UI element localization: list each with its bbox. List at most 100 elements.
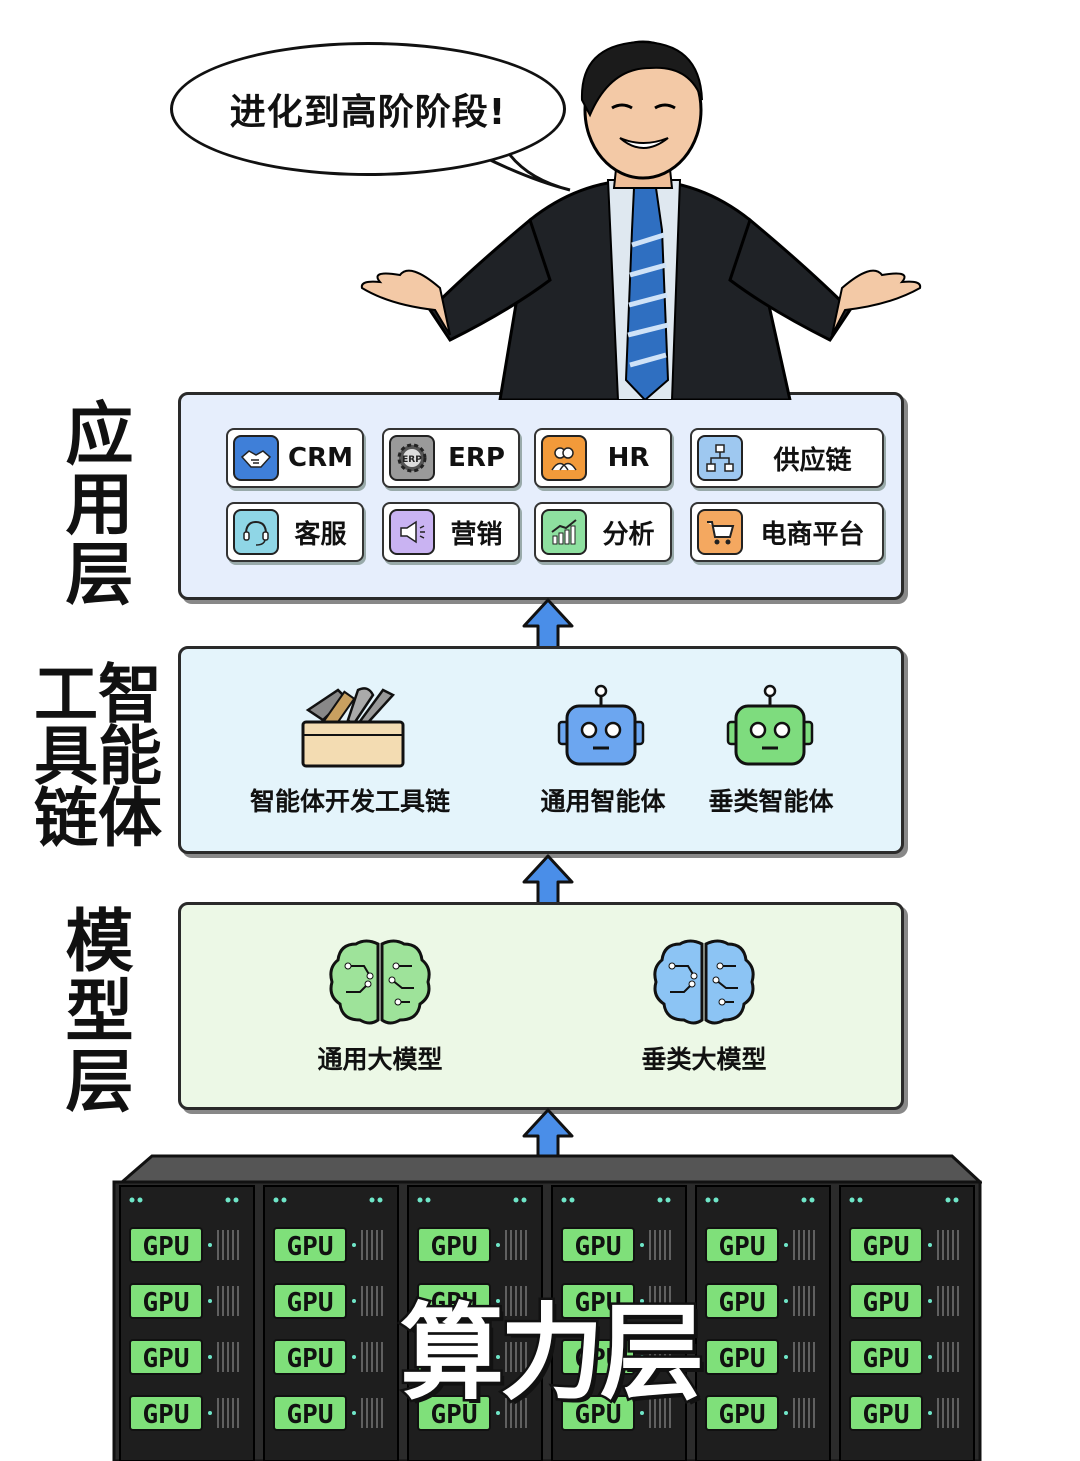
toolbox-icon [301, 687, 405, 768]
status-light [137, 1197, 143, 1203]
gpu-label: GPU [287, 1344, 334, 1374]
compute-layer-label: 算力层 [397, 1290, 706, 1417]
model-layer-label: 模型层 [53, 905, 132, 1115]
tile-label: ERP [448, 443, 505, 473]
gpu-label: GPU [431, 1288, 478, 1318]
gpu-label: GPU [863, 1400, 910, 1430]
gpu-label: GPU [719, 1344, 766, 1374]
status-light [425, 1197, 431, 1203]
status-light [713, 1197, 719, 1203]
model-layer-panel [178, 902, 904, 1110]
status-light [208, 1355, 212, 1359]
gpu-card [849, 1395, 923, 1431]
handshake-icon [233, 435, 279, 481]
app-tile-analytics[interactable]: 分析 [534, 502, 672, 562]
brain-blue-icon [653, 939, 755, 1025]
gpu-label: GPU [287, 1232, 334, 1262]
gpu-label: GPU [719, 1288, 766, 1318]
gpu-card [561, 1395, 635, 1431]
bar-chart-icon [541, 509, 587, 555]
agent-label-col1: 智能体 [87, 660, 161, 846]
headset-icon [233, 509, 279, 555]
vertical-agent-label: 垂类智能体 [708, 787, 834, 816]
status-light [513, 1197, 519, 1203]
gpu-label: GPU [575, 1288, 622, 1318]
gpu-card [273, 1395, 347, 1431]
status-light [928, 1243, 932, 1247]
status-light [521, 1197, 527, 1203]
gpu-label: GPU [575, 1400, 622, 1430]
status-light [352, 1299, 356, 1303]
gpu-label: GPU [431, 1232, 478, 1262]
application-layer-panel [178, 392, 904, 600]
status-light [928, 1299, 932, 1303]
gpu-label: GPU [143, 1232, 190, 1262]
app-tile-hr[interactable]: HR [534, 428, 672, 488]
agent-toolchain-label: 智能体工具链 [23, 648, 161, 858]
gpu-card [129, 1227, 203, 1263]
status-light [640, 1355, 644, 1359]
status-light [953, 1197, 959, 1203]
agent-dev-toolchain-label: 智能体开发工具链 [249, 787, 450, 816]
gpu-card [417, 1283, 491, 1319]
app-tile-erp[interactable]: ERP ERP [382, 428, 520, 488]
status-light [640, 1243, 644, 1247]
status-light [849, 1197, 855, 1203]
gpu-card [705, 1395, 779, 1431]
app-tile-supply-chain[interactable]: 供应链 [690, 428, 884, 488]
status-light [569, 1197, 575, 1203]
presenter-illustration [360, 40, 922, 400]
status-light [233, 1197, 239, 1203]
app-tile-marketing[interactable]: 营销 [382, 502, 520, 562]
robot-green-icon [726, 684, 814, 766]
general-agent-label: 通用智能体 [540, 787, 666, 816]
gpu-card [129, 1339, 203, 1375]
gpu-card [705, 1283, 779, 1319]
gpu-card [129, 1395, 203, 1431]
status-light [640, 1299, 644, 1303]
status-light [784, 1299, 788, 1303]
megaphone-icon [389, 509, 435, 555]
status-light [784, 1243, 788, 1247]
gpu-label: GPU [575, 1344, 622, 1374]
tile-label: 供应链 [773, 445, 852, 476]
status-light [281, 1197, 287, 1203]
app-tile-crm[interactable]: CRM [226, 428, 364, 488]
status-light [784, 1411, 788, 1415]
gpu-server-racks: GPU GPU GPU GPU GPU GPU GPU GPU GPU GPU GPU GPU GPU G… [112, 1154, 982, 1461]
people-icon [541, 435, 587, 481]
gpu-card [561, 1227, 635, 1263]
gpu-card [849, 1339, 923, 1375]
gpu-card [417, 1227, 491, 1263]
gpu-label: GPU [575, 1232, 622, 1262]
status-light [665, 1197, 671, 1203]
gpu-card [273, 1283, 347, 1319]
status-light [928, 1355, 932, 1359]
status-light [945, 1197, 951, 1203]
gpu-card [561, 1339, 635, 1375]
tile-label: 营销 [450, 519, 503, 550]
status-light [496, 1411, 500, 1415]
status-light [208, 1299, 212, 1303]
app-tile-ecommerce[interactable]: 电商平台 [690, 502, 884, 562]
status-light [809, 1197, 815, 1203]
tile-label: CRM [288, 443, 353, 473]
cart-icon [697, 509, 743, 555]
app-tile-customer-service[interactable]: 客服 [226, 502, 364, 562]
status-light [225, 1197, 231, 1203]
gpu-card [273, 1227, 347, 1263]
status-light [857, 1197, 863, 1203]
status-light [657, 1197, 663, 1203]
tile-label: 分析 [602, 519, 655, 550]
gpu-label: GPU [143, 1400, 190, 1430]
status-light [377, 1197, 383, 1203]
status-light [496, 1299, 500, 1303]
gpu-label: GPU [287, 1400, 334, 1430]
svg-text:ERP: ERP [402, 455, 422, 465]
status-light [129, 1197, 135, 1203]
gpu-label: GPU [719, 1232, 766, 1262]
status-light [369, 1197, 375, 1203]
gpu-label: GPU [863, 1344, 910, 1374]
gpu-label: GPU [863, 1232, 910, 1262]
gpu-card [417, 1395, 491, 1431]
